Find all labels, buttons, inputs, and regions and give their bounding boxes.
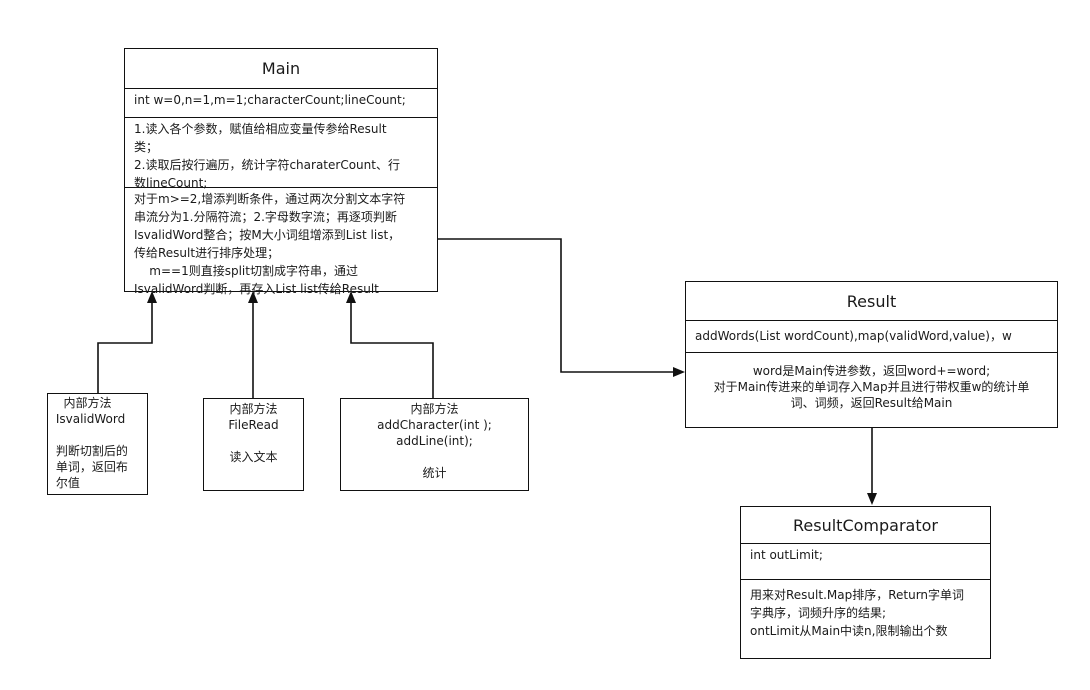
main-class-methods-split: 对于m>=2,增添判断条件，通过两次分割文本字符 串流分为1.分隔符流；2.字母… xyxy=(134,192,406,296)
comparator-class-title: ResultComparator xyxy=(741,507,990,544)
main-to-result-line xyxy=(437,238,678,373)
main-class-attributes: int w=0,n=1,m=1;characterCount;lineCount… xyxy=(125,89,437,118)
main-class: Main int w=0,n=1,m=1;characterCount;line… xyxy=(124,48,438,296)
addcharacter-note: 内部方法 addCharacter(int ); addLine(int); 统… xyxy=(340,398,529,491)
isvalidword-note: 内部方法 IsvalidWord 判断切割后的 单词，返回布 尔值 xyxy=(47,393,148,495)
arrow-result xyxy=(673,367,685,377)
comparator-class: ResultComparator int outLimit; 用来对Result… xyxy=(740,506,991,659)
arrow-addchar xyxy=(346,291,356,303)
main-class-title: Main xyxy=(125,49,437,89)
result-class-title: Result xyxy=(686,282,1057,321)
arrow-comparator xyxy=(867,493,877,505)
comparator-class-methods: 用来对Result.Map排序，Return字单词 字典序，词频升序的结果; o… xyxy=(750,588,965,638)
fileread-note: 内部方法 FileRead 读入文本 xyxy=(203,398,304,491)
arrow-fileread xyxy=(248,291,258,303)
main-class-methods-read: 1.读入各个参数，赋值给相应变量传参给Result 类； 2.读取后按行遍历，统… xyxy=(125,118,437,190)
result-class: Result addWords(List wordCount),map(vali… xyxy=(685,281,1058,428)
comparator-class-attributes: int outLimit; xyxy=(741,544,990,580)
result-class-methods: word是Main传进参数，返回word+=word; 对于Main传进来的单词… xyxy=(713,364,1030,410)
arrow-isvalid xyxy=(147,291,157,303)
isvalid-to-main-line xyxy=(97,298,153,393)
result-class-attributes: addWords(List wordCount),map(validWord,v… xyxy=(686,321,1057,353)
addchar-to-main-line xyxy=(350,298,434,398)
